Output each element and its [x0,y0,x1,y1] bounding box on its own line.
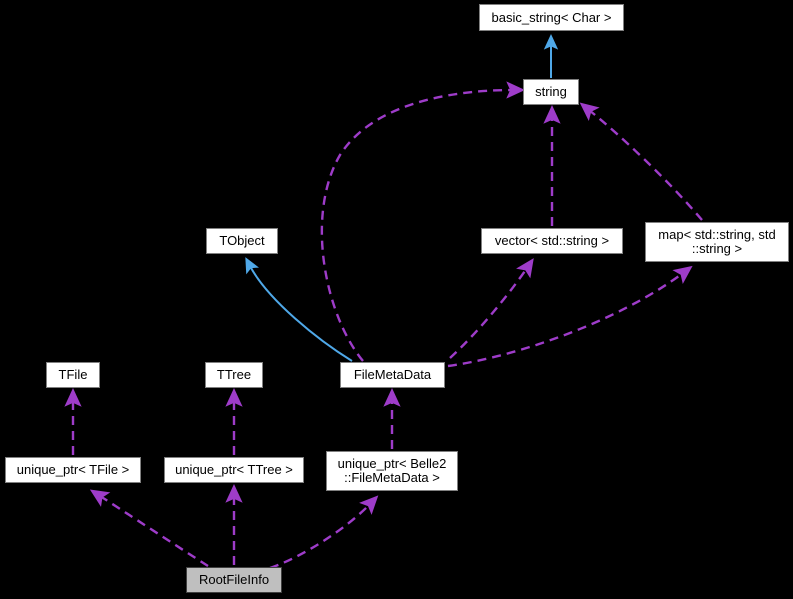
node-label: unique_ptr< TTree > [175,462,293,477]
node-label: map< std::string, std::string > [646,228,788,256]
edge-map-to-string [579,102,703,221]
node-vector-string[interactable]: vector< std::string > [481,228,623,254]
node-label: TTree [216,367,252,382]
edge-filemetadata-to-string [320,81,525,362]
node-label-line-2: ::FileMetaData > [344,470,440,485]
node-ttree[interactable]: TTree [205,362,263,388]
node-label: TObject [219,233,265,248]
node-tfile[interactable]: TFile [46,362,100,388]
edge-filemetadata-to-vector [449,258,534,359]
node-unique-ptr-tfile[interactable]: unique_ptr< TFile > [5,457,141,483]
edge-filemetadata-to-tobject [245,257,353,362]
node-unique-ptr-ttree[interactable]: unique_ptr< TTree > [164,457,304,483]
node-label-line-2: ::string > [691,241,743,256]
node-unique-ptr-filemetadata[interactable]: unique_ptr< Belle2::FileMetaData > [326,451,458,491]
edge-rootfileinfo-to-uptr-filemetadata [269,495,379,570]
node-label: RootFileInfo [198,572,270,587]
node-filemetadata[interactable]: FileMetaData [340,362,445,388]
node-label: unique_ptr< Belle2::FileMetaData > [327,457,457,485]
edge-rootfileinfo-to-uptr-tfile [89,489,209,568]
node-label: FileMetaData [353,367,432,382]
node-string[interactable]: string [523,79,579,105]
node-label-line-1: unique_ptr< Belle2 [337,456,447,471]
node-label: string [535,84,567,99]
node-label: basic_string< Char > [491,9,612,25]
node-map-string-string[interactable]: map< std::string, std::string > [645,222,789,262]
edge-filemetadata-to-map [447,265,693,368]
node-label-line-1: map< std::string, std [658,227,776,242]
node-label: vector< std::string > [494,233,610,248]
node-rootfileinfo[interactable]: RootFileInfo [186,567,282,593]
node-tobject[interactable]: TObject [206,228,278,254]
node-label: TFile [58,367,88,382]
node-label: unique_ptr< TFile > [16,462,130,477]
node-basic-string[interactable]: basic_string< Char > [479,4,624,31]
